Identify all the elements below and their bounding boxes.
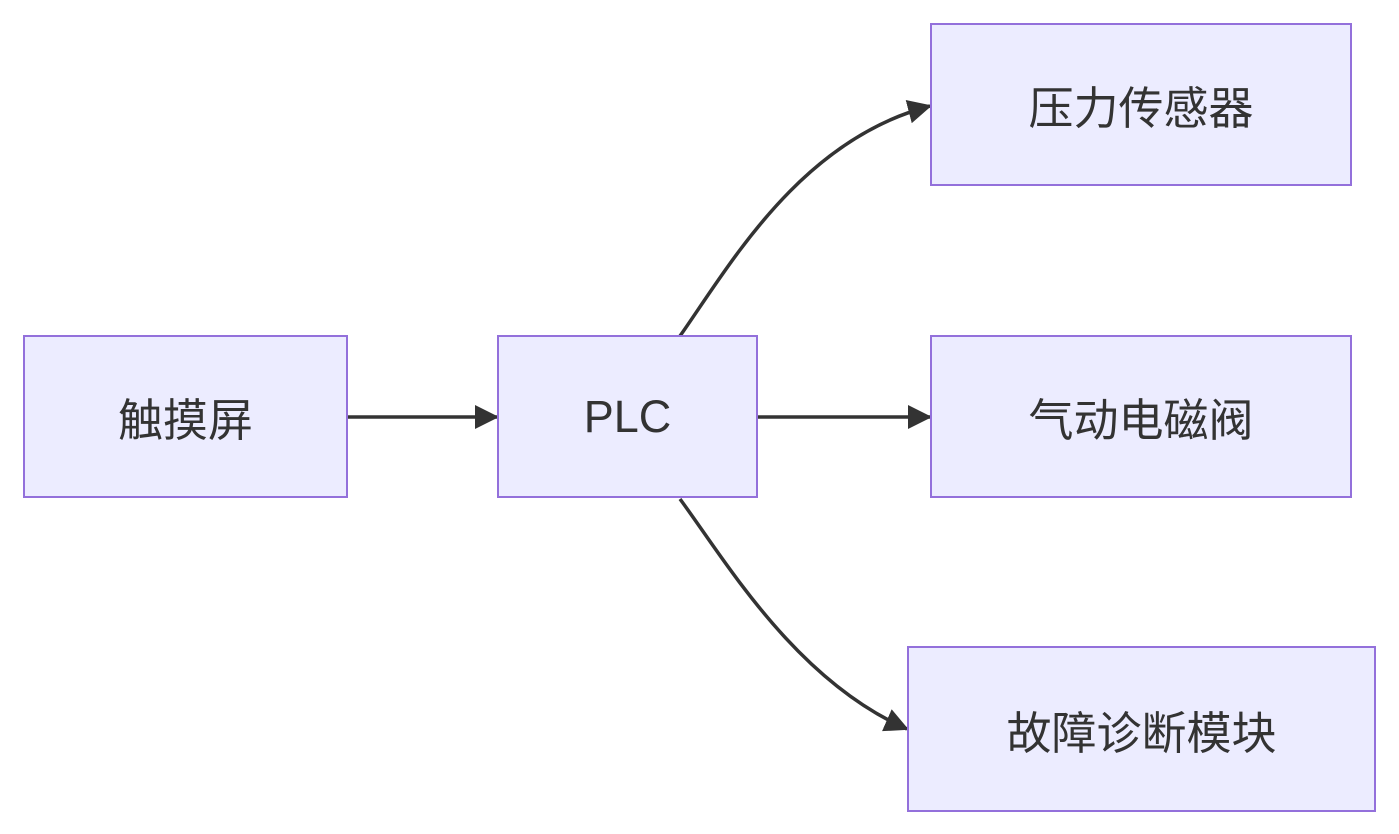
node-solenoid-valve: 气动电磁阀 [930, 335, 1352, 498]
node-fault-diagnosis-label: 故障诊断模块 [1006, 707, 1277, 759]
edge-plc-to-pressure-sensor [678, 99, 932, 338]
node-plc: PLC [497, 335, 758, 498]
node-pressure-sensor-label: 压力传感器 [1028, 83, 1254, 134]
node-solenoid-valve-label: 气动电磁阀 [1028, 395, 1254, 446]
node-touchscreen-label: 触摸屏 [117, 395, 253, 446]
node-plc-label: PLC [583, 390, 672, 442]
node-fault-diagnosis: 故障诊断模块 [907, 646, 1376, 812]
node-pressure-sensor: 压力传感器 [930, 23, 1352, 186]
edge-plc-to-fault-diagnosis [678, 497, 909, 732]
node-touchscreen: 触摸屏 [23, 335, 348, 498]
